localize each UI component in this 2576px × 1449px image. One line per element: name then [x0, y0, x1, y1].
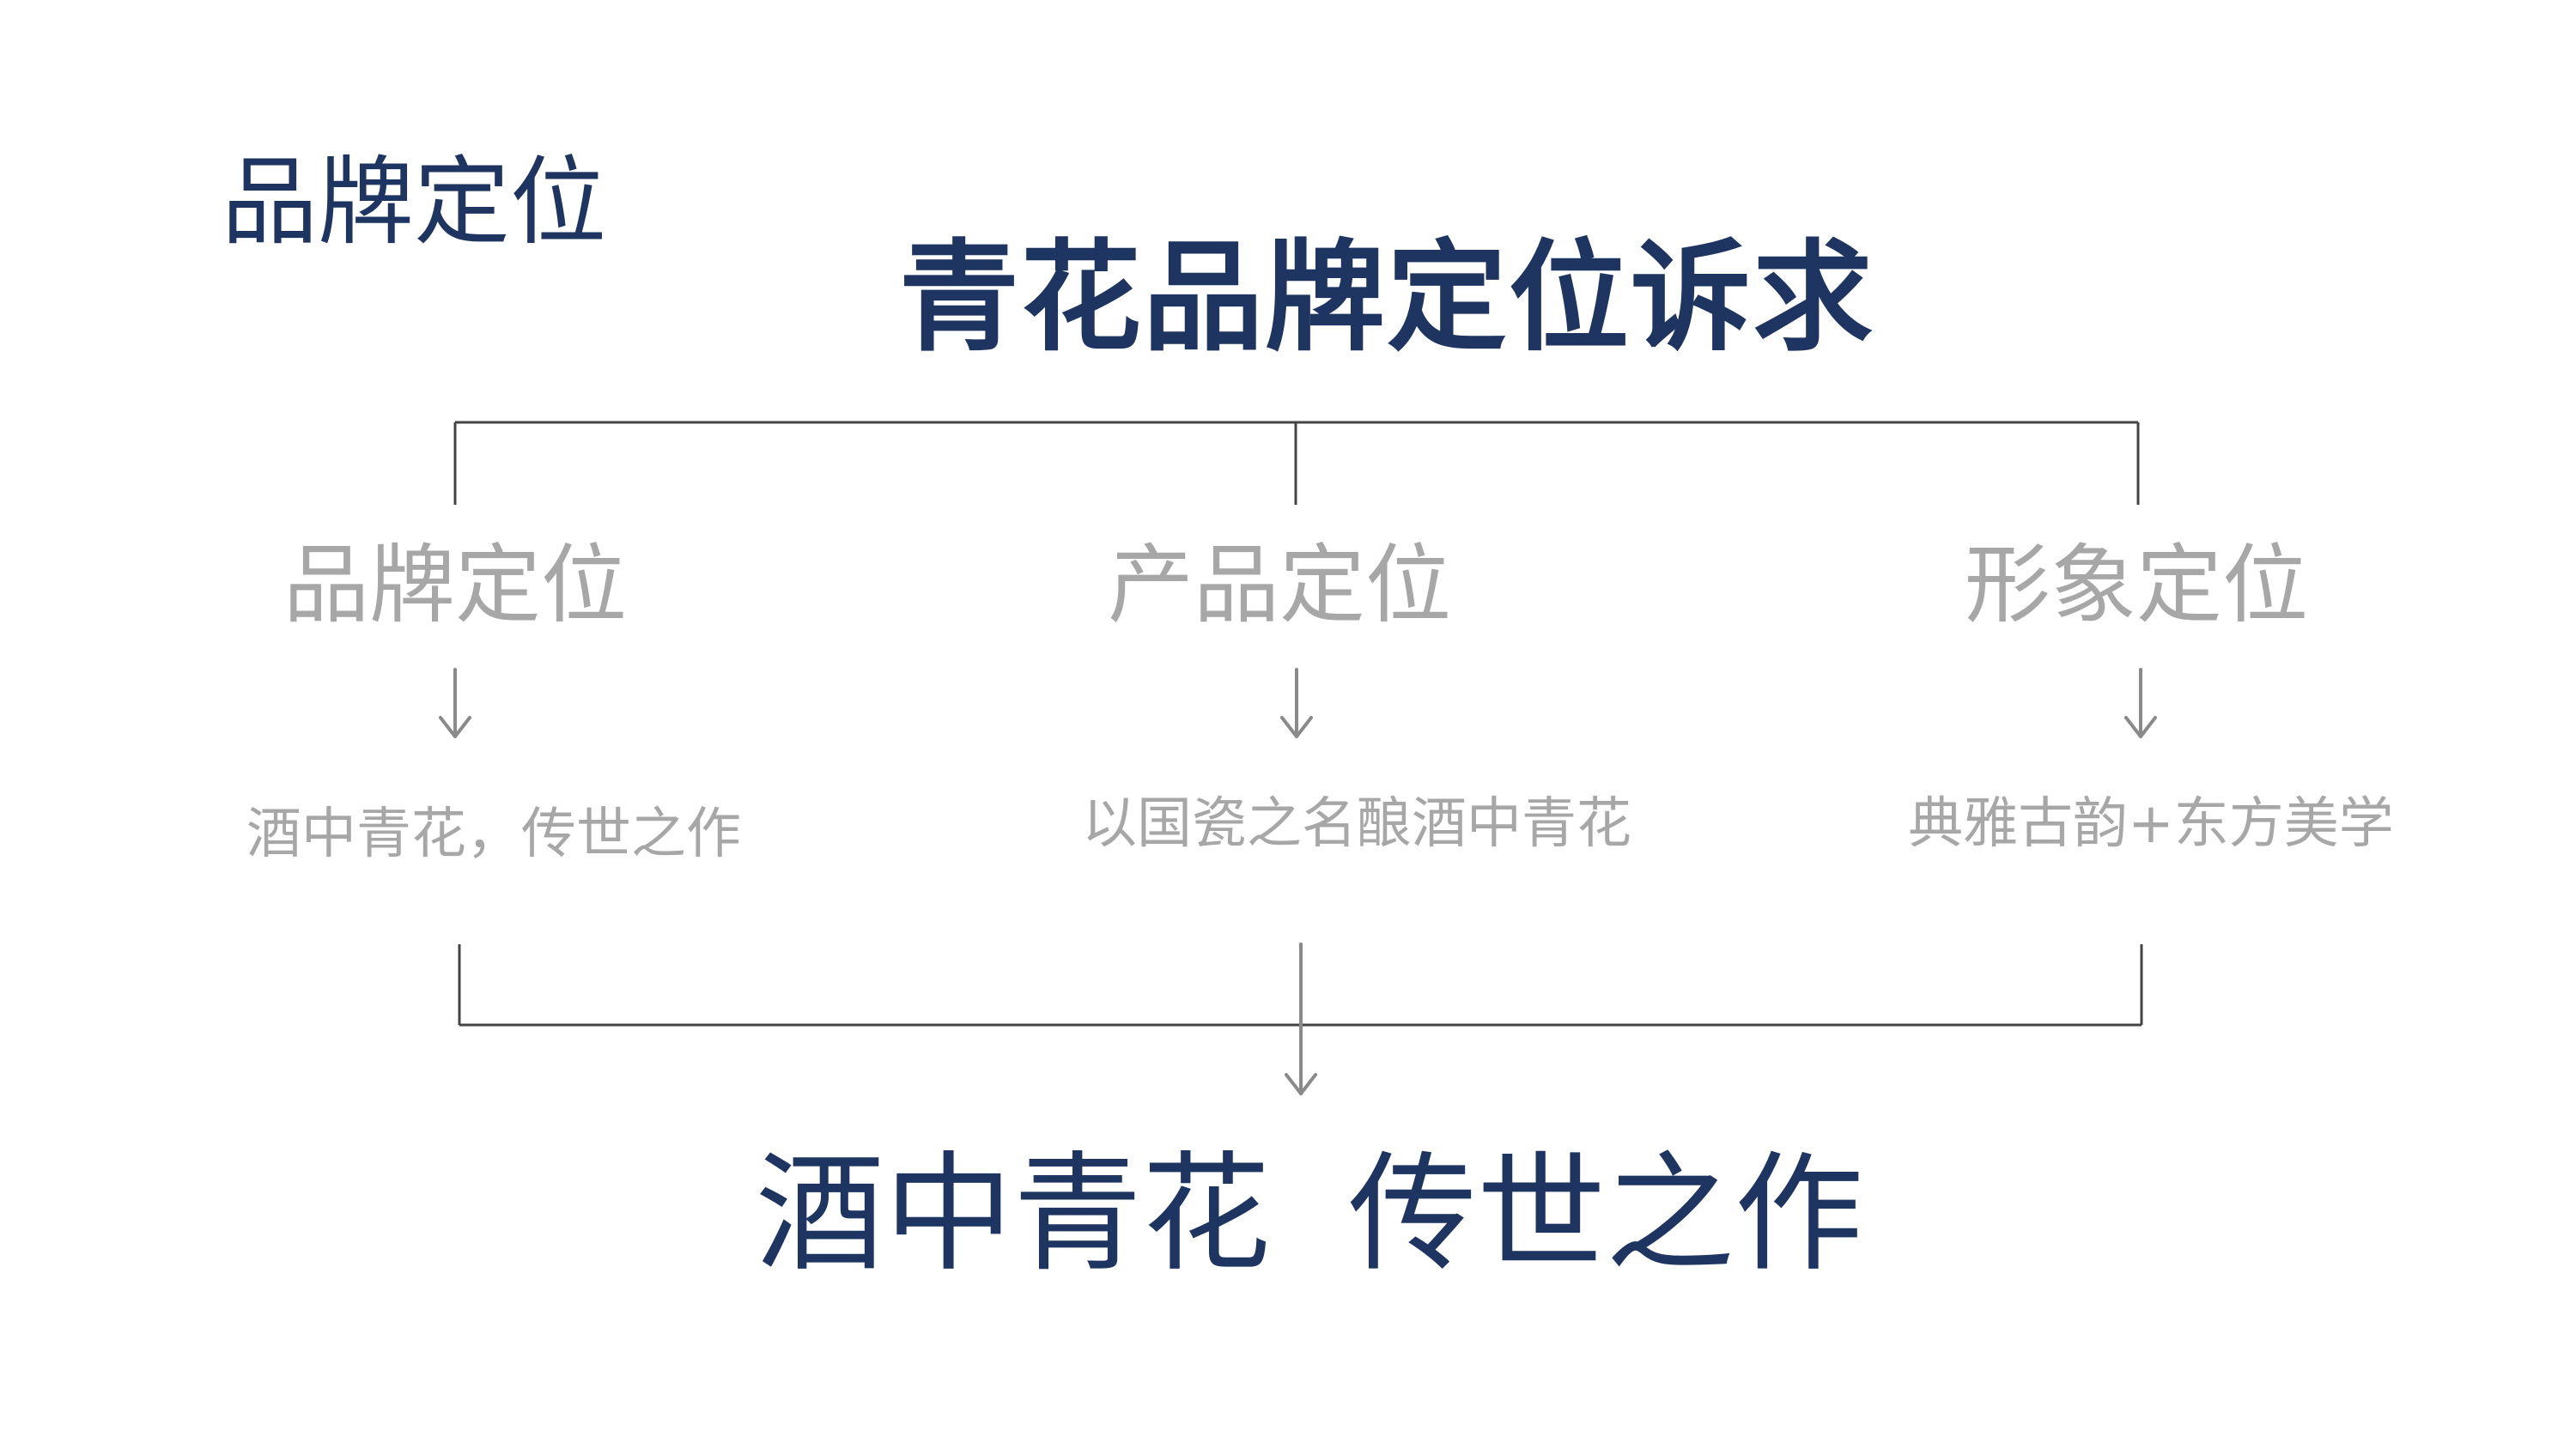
arrow-down-icon	[439, 668, 471, 738]
conclusion-statement: 酒中青花传世之作	[0, 1150, 2576, 1279]
category-description-product: 以国瓷之名酿酒中青花	[1082, 792, 1631, 856]
conclusion-part-1: 酒中青花	[755, 1140, 1271, 1289]
top-bracket	[453, 421, 2140, 505]
corner-title: 品牌定位	[222, 147, 606, 258]
category-label-brand: 品牌定位	[283, 535, 627, 635]
arrow-down-icon	[1280, 668, 1313, 738]
conclusion-arrow-icon	[1285, 943, 1317, 1095]
arrow-down-icon	[2124, 668, 2157, 738]
category-description-image: 典雅古韵+东方美学	[1908, 792, 2394, 856]
main-title: 青花品牌定位诉求	[898, 228, 1874, 368]
category-label-product: 产品定位	[1108, 535, 1451, 635]
category-label-image: 形象定位	[1965, 535, 2308, 635]
category-description-brand: 酒中青花，传世之作	[246, 803, 741, 866]
conclusion-part-2: 传世之作	[1348, 1140, 1864, 1289]
